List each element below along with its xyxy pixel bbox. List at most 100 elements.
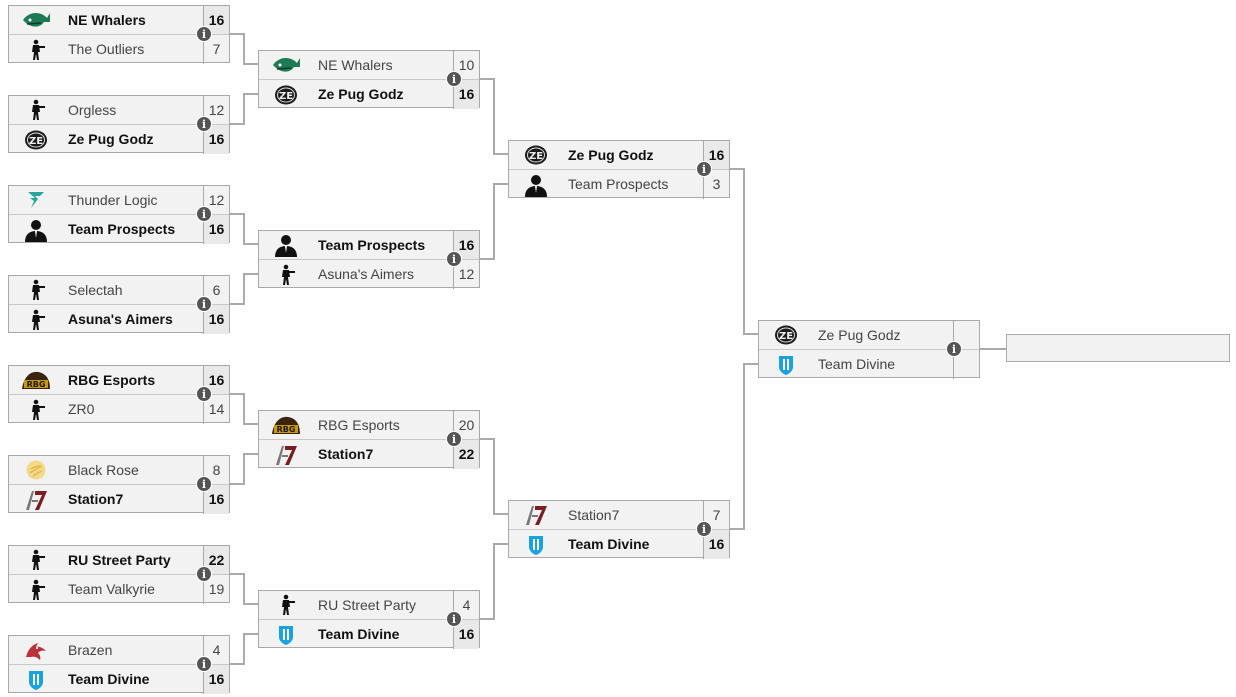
- team-score: 16: [203, 485, 229, 514]
- soldier-silhouette-icon: [9, 96, 63, 124]
- team-row[interactable]: ZR0 14: [9, 395, 229, 424]
- team-name[interactable]: Thunder Logic: [68, 192, 158, 208]
- team-name[interactable]: RBG Esports: [68, 372, 156, 388]
- team-name[interactable]: Selectah: [68, 282, 123, 298]
- soldier-silhouette-icon: [259, 260, 313, 289]
- team-score: 19: [203, 575, 229, 604]
- match-info-icon[interactable]: i: [196, 206, 212, 222]
- match-info-icon[interactable]: i: [446, 611, 462, 627]
- team-row[interactable]: Orgless 12: [9, 96, 229, 125]
- team-score: 12: [203, 186, 229, 214]
- team-name[interactable]: Ze Pug Godz: [568, 147, 654, 163]
- team-name[interactable]: Team Prospects: [318, 237, 426, 253]
- team-row[interactable]: Team Valkyrie 19: [9, 575, 229, 604]
- team-name[interactable]: Brazen: [68, 642, 113, 658]
- bracket-connector: [472, 543, 508, 620]
- team-name[interactable]: The Outliers: [68, 41, 145, 57]
- match-info-icon[interactable]: i: [196, 116, 212, 132]
- team-name[interactable]: NE Whalers: [318, 57, 393, 73]
- match-info-icon[interactable]: i: [446, 251, 462, 267]
- team-row[interactable]: Thunder Logic 12: [9, 186, 229, 215]
- team-score: 12: [203, 96, 229, 124]
- match-info-icon[interactable]: i: [946, 341, 962, 357]
- match-info-icon[interactable]: i: [196, 296, 212, 312]
- team-name[interactable]: Asuna's Aimers: [318, 266, 415, 282]
- team-name[interactable]: Ze Pug Godz: [318, 86, 404, 102]
- team-score: 16: [203, 215, 229, 244]
- match-info-icon[interactable]: i: [696, 521, 712, 537]
- soldier-silhouette-icon: [259, 591, 313, 619]
- match-info-icon[interactable]: i: [196, 26, 212, 42]
- team-row[interactable]: Team Divine: [759, 350, 979, 379]
- team-row[interactable]: Team Prospects 16: [259, 231, 479, 260]
- team-name[interactable]: Team Prospects: [68, 221, 176, 237]
- team-name[interactable]: Ze Pug Godz: [818, 327, 901, 343]
- team-row[interactable]: The Outliers 7: [9, 35, 229, 64]
- team-name[interactable]: ZR0: [68, 401, 95, 417]
- team-name[interactable]: RBG Esports: [318, 417, 400, 433]
- bracket-connector: [222, 93, 258, 125]
- team-score: 7: [703, 501, 729, 529]
- team-row[interactable]: Station7 16: [9, 485, 229, 514]
- team-score: 16: [453, 231, 479, 259]
- team-name[interactable]: Station7: [568, 507, 620, 523]
- team-row[interactable]: Team Prospects 16: [9, 215, 229, 244]
- team-name[interactable]: RU Street Party: [318, 597, 417, 613]
- team-name[interactable]: Team Divine: [68, 671, 150, 687]
- team-row[interactable]: Team Prospects 3: [509, 170, 729, 199]
- match-info-icon[interactable]: i: [196, 566, 212, 582]
- match-info-icon[interactable]: i: [696, 161, 712, 177]
- team-name[interactable]: Team Divine: [318, 626, 400, 642]
- team-name[interactable]: Team Prospects: [568, 176, 669, 192]
- team-name[interactable]: Ze Pug Godz: [68, 131, 154, 147]
- team-name[interactable]: Team Divine: [818, 356, 896, 372]
- match-info-icon[interactable]: i: [446, 431, 462, 447]
- svg-text:ZE: ZE: [279, 91, 293, 102]
- match-info-icon[interactable]: i: [196, 656, 212, 672]
- team-name[interactable]: RU Street Party: [68, 552, 171, 568]
- team-name[interactable]: Station7: [68, 491, 124, 507]
- match-info-icon[interactable]: i: [196, 386, 212, 402]
- team-name[interactable]: Team Divine: [568, 536, 650, 552]
- team-score: 3: [703, 170, 729, 199]
- whale-logo-icon: [9, 6, 63, 34]
- team-score: 7: [203, 35, 229, 64]
- bracket-connector: [222, 453, 258, 485]
- team-name[interactable]: Station7: [318, 446, 374, 462]
- match-info-icon[interactable]: i: [446, 71, 462, 87]
- divine-shield-logo-icon: [759, 350, 813, 379]
- team-name[interactable]: NE Whalers: [68, 12, 146, 28]
- team-name[interactable]: Team Valkyrie: [68, 581, 155, 597]
- team-name[interactable]: Black Rose: [68, 462, 139, 478]
- bracket-connector: [472, 183, 508, 260]
- match-info-icon[interactable]: i: [196, 476, 212, 492]
- team-name[interactable]: Asuna's Aimers: [68, 311, 173, 327]
- team-name[interactable]: Orgless: [68, 102, 117, 118]
- team-row[interactable]: Station7 7: [509, 501, 729, 530]
- team-score: 14: [203, 395, 229, 424]
